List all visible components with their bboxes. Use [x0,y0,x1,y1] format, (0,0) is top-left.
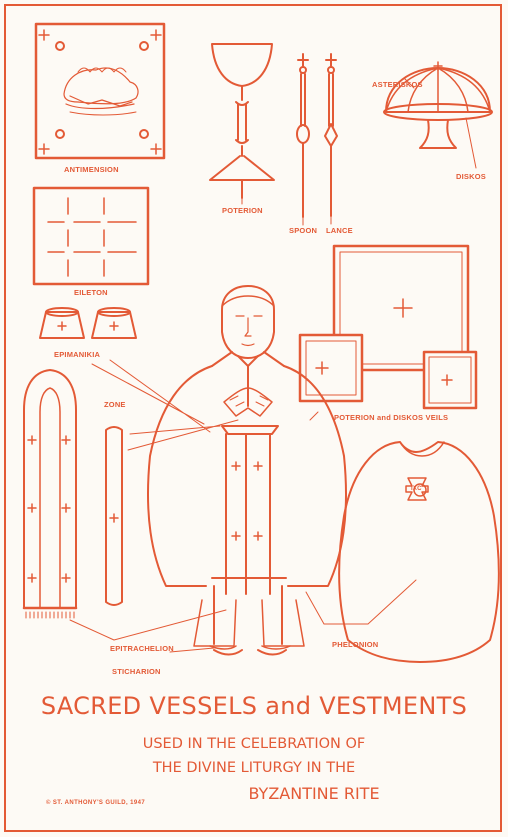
lance-drawing [325,54,337,216]
label-antimension: ANTIMENSION [64,165,119,174]
label-sticharion: STICHARION [112,667,161,676]
label-phelonion: PHELONION [332,640,378,649]
veils-drawing [300,246,476,408]
label-diskos: DISKOS [456,172,486,181]
label-epitrachelion: EPITRACHELION [110,644,174,653]
antimension-drawing [36,24,164,158]
eileton-drawing [34,188,148,284]
poster-title: SACRED VESSELS and VESTMENTS [0,692,508,720]
label-eileton: EILETON [74,288,108,297]
label-zone: ZONE [104,400,126,409]
label-veils: POTERION and DISKOS VEILS [334,413,448,422]
label-epimanikia: EPIMANIKIA [54,350,100,359]
poster-subtitle-line-1: USED IN THE CELEBRATION OF [0,736,508,752]
poster-subtitle-line-2: THE DIVINE LITURGY IN THE [0,760,508,776]
phelonion-drawing [339,442,499,662]
label-lance: LANCE [326,226,353,235]
epimanikia-drawing [40,308,136,338]
label-asteriskos: ASTERISKOS [372,80,423,89]
monogram: IXC [411,486,422,492]
label-poterion: POTERION [222,206,263,215]
label-spoon: SPOON [289,226,317,235]
epitrachelion-drawing [24,370,76,618]
spoon-drawing [297,54,309,217]
poterion-drawing [210,44,274,198]
copyright-notice: © ST. ANTHONY'S GUILD, 1947 [46,800,145,806]
asteriskos-diskos-drawing [384,62,492,168]
zone-drawing [106,427,122,605]
